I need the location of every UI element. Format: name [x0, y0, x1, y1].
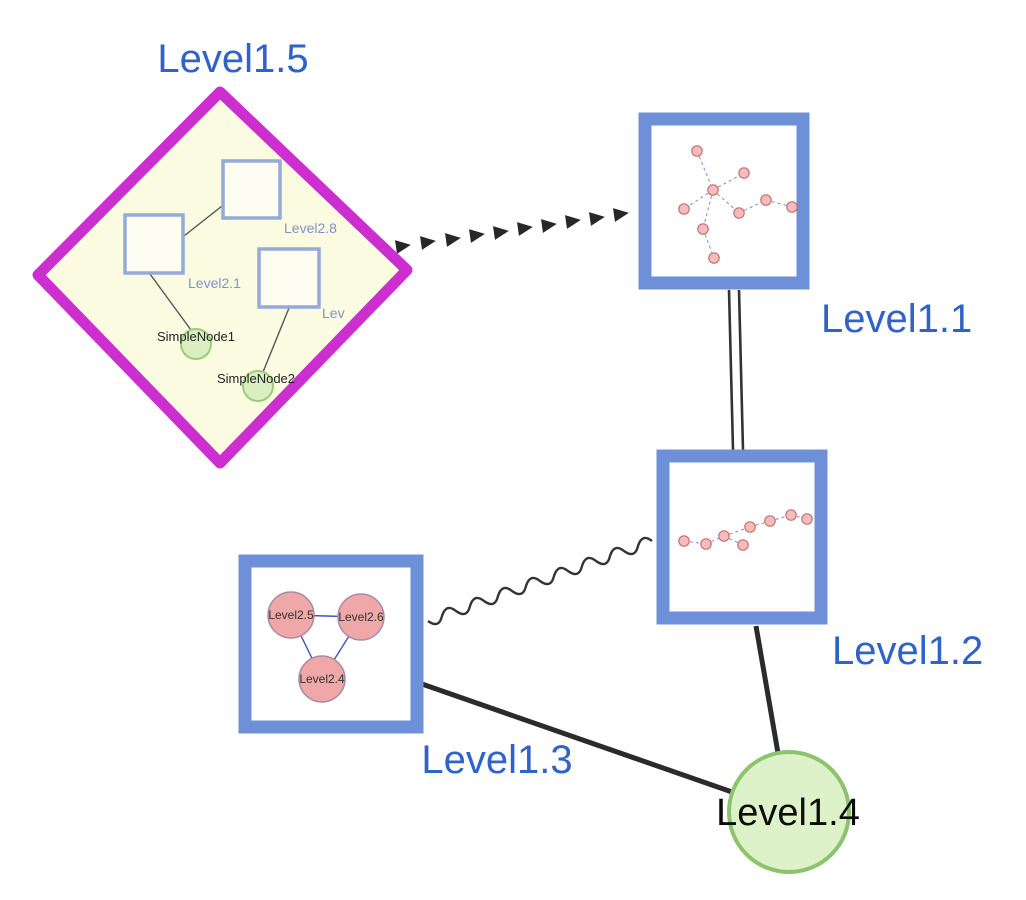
double-edge-line[interactable] — [727, 289, 735, 451]
edge-level15-level11[interactable] — [395, 206, 630, 254]
label-level25: Level2.5 — [268, 608, 314, 622]
mini-node[interactable] — [744, 521, 756, 533]
double-edge-line[interactable] — [737, 289, 745, 451]
label-level21: Level2.1 — [188, 275, 241, 291]
mini-node[interactable] — [718, 530, 730, 542]
label-level13: Level1.3 — [421, 738, 572, 782]
inner-edge[interactable] — [149, 273, 192, 331]
edge-arrowhead[interactable] — [541, 217, 558, 233]
label-level28: Level2.8 — [284, 220, 337, 236]
mini-node[interactable] — [708, 252, 720, 264]
label-level12: Level1.2 — [832, 629, 983, 673]
edge-arrowhead[interactable] — [469, 227, 486, 243]
group-level12: Level1.2 — [656, 449, 983, 673]
group-level14: Level1.4 — [716, 750, 860, 874]
mini-node[interactable] — [738, 167, 750, 179]
node-lev-square[interactable] — [257, 247, 321, 309]
mini-edge[interactable] — [696, 150, 714, 191]
label-simplenode1: SimpleNode1 — [157, 329, 235, 344]
mini-node[interactable] — [760, 194, 772, 206]
label-simplenode2: SimpleNode2 — [217, 371, 295, 386]
edge-level13-level14[interactable] — [421, 681, 733, 795]
edge-arrowhead[interactable] — [420, 234, 437, 250]
node-level21-square[interactable] — [123, 213, 185, 275]
mini-node[interactable] — [700, 538, 712, 550]
node-level13-box[interactable] — [238, 554, 424, 734]
mini-node[interactable] — [785, 509, 797, 521]
mini-node[interactable] — [764, 515, 776, 527]
label-level11: Level1.1 — [821, 297, 972, 341]
node-level14-circle[interactable] — [727, 750, 851, 874]
label-level26: Level2.6 — [338, 610, 384, 624]
mini-edge[interactable] — [702, 189, 714, 230]
node-level26[interactable] — [337, 593, 385, 641]
inner-edge[interactable] — [262, 307, 290, 373]
node-level15-diamond[interactable] — [32, 86, 413, 469]
edge-arrowhead[interactable] — [517, 220, 534, 236]
node-simplenode2[interactable] — [242, 370, 274, 402]
inner-edge[interactable] — [183, 205, 223, 237]
edge-arrowhead[interactable] — [493, 224, 510, 240]
mini-node[interactable] — [733, 207, 745, 219]
edge-arrowhead[interactable] — [589, 210, 606, 226]
node-level12-box[interactable] — [656, 449, 828, 625]
edge-level13-level12[interactable] — [427, 536, 653, 626]
mini-node[interactable] — [786, 201, 798, 213]
edge-level12-level14[interactable] — [753, 625, 781, 754]
node-simplenode1[interactable] — [180, 328, 212, 360]
mini-edge[interactable] — [765, 199, 793, 208]
edge-arrowhead[interactable] — [395, 238, 412, 254]
mini-node[interactable] — [801, 513, 813, 525]
level13-thumbnail-graph: Level2.5 Level2.6 Level2.4 — [267, 591, 385, 703]
group-level13: Level2.5 Level2.6 Level2.4 Level1.3 — [238, 554, 573, 782]
edge-arrowhead[interactable] — [565, 213, 582, 229]
edge-level11-level12[interactable] — [727, 289, 745, 451]
mini-node[interactable] — [737, 539, 749, 551]
mini-node[interactable] — [678, 203, 690, 215]
level12-thumbnail-graph — [678, 509, 813, 551]
mini-node[interactable] — [697, 223, 709, 235]
mini-edge[interactable] — [723, 526, 751, 537]
group-level15: Level1.5 Level2.8 Level2.1 Lev SimpleNod… — [32, 37, 413, 469]
label-lev: Lev — [322, 305, 345, 321]
node-level11-box[interactable] — [638, 112, 810, 290]
mini-node[interactable] — [678, 535, 690, 547]
mini-node[interactable] — [691, 145, 703, 157]
edge-arrowhead[interactable] — [613, 206, 630, 222]
node-level24[interactable] — [298, 655, 346, 703]
node-level28-square[interactable] — [221, 159, 282, 220]
edge-arrowhead[interactable] — [445, 231, 462, 247]
node-level25[interactable] — [267, 591, 315, 639]
label-level15: Level1.5 — [157, 37, 308, 81]
group-level11: Level1.1 — [638, 112, 972, 341]
label-level24: Level2.4 — [299, 672, 345, 686]
level11-thumbnail-graph — [678, 145, 798, 264]
mini-node[interactable] — [707, 184, 719, 196]
label-level14: Level1.4 — [716, 792, 860, 834]
